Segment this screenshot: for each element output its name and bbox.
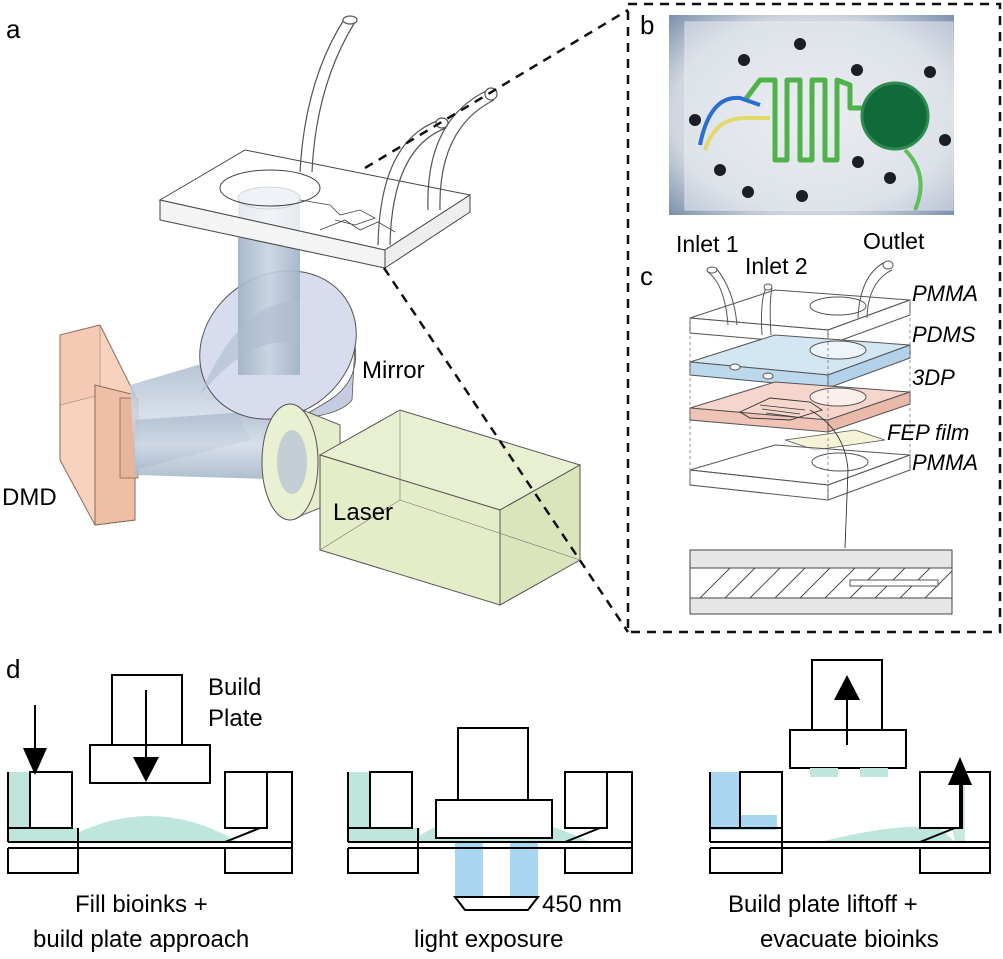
inlet1-label: Inlet 1 [676,231,739,257]
wavelength-label: 450 nm [542,891,622,918]
layer-label-pmma-bottom: PMMA [912,450,978,475]
beam-dmd-laser [135,410,300,480]
mirror-label: Mirror [362,357,425,384]
zoom-lines [364,2,1002,634]
build-plate-label-2: Plate [208,705,263,732]
step2-exposure: 450 nm light exposure [347,727,633,953]
step1-caption-2: build plate approach [33,926,249,953]
chip-photo [669,15,954,215]
step3-caption-1: Build plate liftoff + [728,891,918,918]
chip-top [158,149,472,269]
layer-label-pmma-top: PMMA [912,281,978,306]
cross-section [689,549,953,615]
panel-c-exploded: Inlet 1 Inlet 2 Outlet PMMA PDMS 3DP FEP… [676,228,978,615]
step1-fill: Build Plate Fill bioinks + build plate a… [7,674,293,953]
laser-box [318,409,582,606]
outlet-label: Outlet [863,228,925,254]
step2-caption-1: light exposure [414,926,563,953]
panel-label-d: d [6,654,20,684]
layer-label-3dp: 3DP [912,365,955,390]
inlet2-label: Inlet 2 [745,253,808,279]
layer-pdms [689,334,911,389]
layer-pmma-bottom [689,444,911,501]
serpentine-channel [743,77,870,163]
layer-label-fep-film: FEP film [887,420,969,445]
reaction-chamber [860,81,930,151]
panel-a-optical-setup: Mirror DMD Laser [2,15,582,606]
panel-label-a: a [6,14,21,44]
step3-caption-2: evacuate bioinks [760,926,939,953]
layer-label-pdms: PDMS [912,322,976,347]
layer-3dp [689,381,911,433]
build-plate-label-1: Build [208,674,261,701]
step3-liftoff: Build plate liftoff + evacuate bioinks [709,659,991,953]
chip-tubes [299,15,498,246]
panel-label-c: c [640,261,653,291]
laser-label: Laser [333,499,393,526]
dmd-label: DMD [2,484,57,511]
dmd-block [59,324,139,526]
step1-caption-1: Fill bioinks + [75,891,208,918]
layer-fep-film [784,429,886,451]
panel-label-b: b [640,10,654,40]
